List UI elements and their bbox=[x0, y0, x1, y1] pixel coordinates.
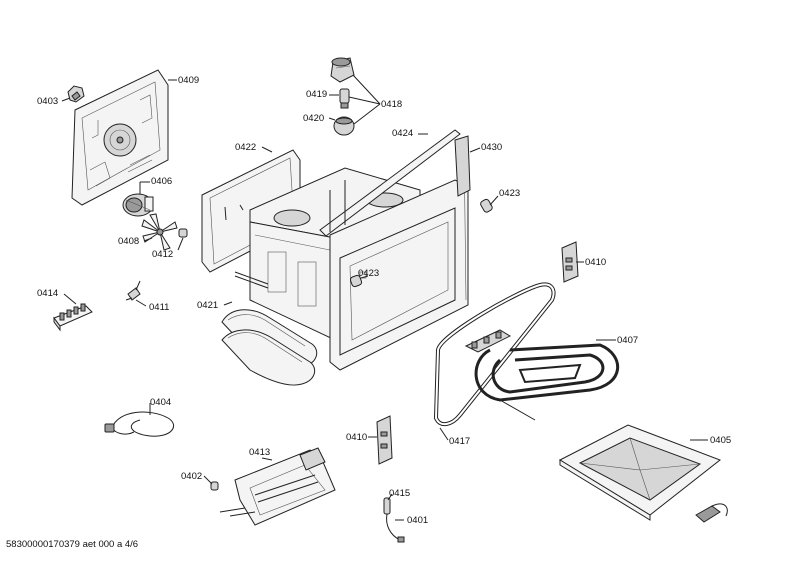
part-0420-lamp-cover[interactable] bbox=[333, 116, 355, 136]
label-0405: 0405 bbox=[710, 435, 731, 446]
label-0420: 0420 bbox=[303, 113, 324, 124]
document-reference-footer: 58300000170379 aet 000 a 4/6 bbox=[6, 539, 139, 550]
label-0418: 0418 bbox=[381, 99, 402, 110]
label-0414: 0414 bbox=[37, 288, 58, 299]
part-0417-ring-heater[interactable] bbox=[433, 282, 556, 427]
part-0419-lamp-bulb[interactable] bbox=[339, 88, 350, 109]
label-0424: 0424 bbox=[392, 128, 413, 139]
leader-0421 bbox=[223, 301, 233, 306]
leader-0418c bbox=[353, 103, 381, 125]
label-0417: 0417 bbox=[449, 436, 470, 447]
leader-0403 bbox=[61, 97, 71, 102]
label-0409: 0409 bbox=[178, 75, 199, 86]
part-0402-screw[interactable] bbox=[210, 481, 219, 491]
part-0401-wire[interactable] bbox=[386, 513, 405, 543]
part-0415-sensor[interactable] bbox=[383, 497, 391, 515]
label-0411: 0411 bbox=[149, 302, 169, 313]
part-0418-lamp-holder[interactable] bbox=[330, 57, 355, 83]
part-heater-clip[interactable] bbox=[695, 503, 728, 523]
leader-0420 bbox=[328, 117, 336, 121]
leader-0402 bbox=[203, 475, 213, 485]
leader-0418a bbox=[352, 74, 381, 105]
part-0424-top-rail[interactable] bbox=[319, 129, 461, 237]
label-0407: 0407 bbox=[617, 335, 638, 346]
part-0410-bracket-upper[interactable] bbox=[561, 241, 579, 283]
label-0430: 0430 bbox=[481, 142, 502, 153]
label-0408: 0408 bbox=[118, 236, 139, 247]
label-0413: 0413 bbox=[249, 447, 270, 458]
label-0422: 0422 bbox=[235, 142, 256, 153]
part-0409-back-panel[interactable] bbox=[71, 69, 169, 206]
part-0423-bumper-top[interactable] bbox=[480, 198, 494, 213]
label-0401: 0401 bbox=[407, 515, 428, 526]
label-0410-upper: 0410 bbox=[585, 257, 606, 268]
part-0404-mains-cable[interactable] bbox=[104, 411, 174, 437]
label-0423-cavity: 0423 bbox=[358, 268, 379, 279]
label-0421: 0421 bbox=[197, 300, 218, 311]
leader-0414 bbox=[63, 293, 77, 305]
part-0430-front-frame[interactable] bbox=[329, 135, 471, 371]
label-0415: 0415 bbox=[389, 488, 410, 499]
part-0412-nut[interactable] bbox=[178, 228, 188, 238]
leader-0408 bbox=[143, 237, 153, 242]
part-0410-bracket-lower[interactable] bbox=[376, 415, 393, 465]
part-0408-fan-blade[interactable] bbox=[141, 213, 178, 251]
label-0419: 0419 bbox=[306, 89, 327, 100]
leader-0415 bbox=[387, 493, 393, 501]
part-0414-terminal-block[interactable] bbox=[53, 303, 93, 332]
leader-0411 bbox=[135, 299, 147, 307]
part-0413-bottom-heater[interactable] bbox=[219, 447, 336, 526]
leader-0430 bbox=[469, 147, 481, 153]
part-0407-grill-heater[interactable] bbox=[464, 329, 619, 421]
label-0412: 0412 bbox=[152, 249, 173, 260]
label-0406: 0406 bbox=[151, 176, 172, 187]
part-0411-sensor[interactable] bbox=[125, 280, 141, 301]
leader-0423b bbox=[360, 275, 369, 279]
part-0423-bumper-cavity[interactable] bbox=[349, 274, 363, 288]
part-0405-drip-tray[interactable] bbox=[558, 424, 722, 521]
label-0402: 0402 bbox=[181, 471, 202, 482]
label-0423-top: 0423 bbox=[499, 188, 520, 199]
leader-0422 bbox=[261, 146, 273, 153]
leader-0418b bbox=[348, 96, 381, 105]
part-0403-clip[interactable] bbox=[67, 85, 85, 103]
label-0410-lower: 0410 bbox=[346, 432, 367, 443]
part-0421-oven-cavity[interactable] bbox=[221, 167, 421, 386]
leader-0417 bbox=[439, 427, 449, 441]
label-0404: 0404 bbox=[150, 397, 171, 408]
part-0406-fan-motor[interactable] bbox=[122, 193, 154, 217]
leader-0423a bbox=[489, 195, 499, 206]
label-0403: 0403 bbox=[37, 96, 58, 107]
leader-0413 bbox=[261, 457, 273, 461]
leader-0412 bbox=[177, 237, 184, 251]
